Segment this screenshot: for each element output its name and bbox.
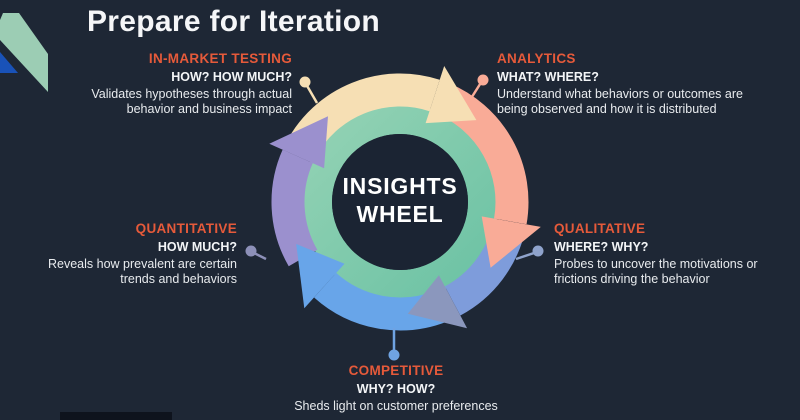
- section-competitive: COMPETITIVE WHY? HOW? Sheds light on cus…: [285, 363, 507, 414]
- section-question: WHERE? WHY?: [554, 240, 649, 254]
- connector-analytics: [468, 74, 489, 101]
- wheel-center-line2: WHEEL: [356, 201, 444, 227]
- bottom-progress-bar-remnant: [60, 412, 172, 420]
- section-heading: QUANTITATIVE: [135, 221, 237, 236]
- arrow-head-qualitative: [407, 275, 468, 329]
- section-description: Understand what behaviors or outcomes ar…: [497, 87, 743, 116]
- section-description: Reveals how prevalent are certain trends…: [48, 257, 237, 286]
- wheel-center-disc: [332, 134, 468, 270]
- section-question: HOW MUCH?: [157, 240, 237, 254]
- section-heading: QUALITATIVE: [554, 221, 646, 236]
- section-quantitative: QUANTITATIVE HOW MUCH? Reveals how preva…: [25, 221, 237, 287]
- connector-dot-competitive: [388, 349, 400, 361]
- arrow-head-in-market-testing: [425, 66, 477, 124]
- connector-quantitative: [245, 245, 267, 261]
- arrow-head-quantitative: [269, 116, 328, 169]
- wheel-center-label: INSIGHTS WHEEL: [310, 172, 490, 228]
- section-heading: ANALYTICS: [497, 51, 576, 66]
- corner-green-ribbon: [0, 13, 48, 92]
- connector-competitive: [388, 328, 400, 361]
- corner-ribbon-decoration: [0, 13, 48, 92]
- section-heading: COMPETITIVE: [348, 363, 444, 378]
- corner-blue-triangle: [0, 52, 18, 73]
- section-description: Validates hypotheses through actual beha…: [91, 87, 292, 116]
- arrow-head-competitive: [296, 244, 345, 309]
- section-description: Probes to uncover the motivations or fri…: [554, 257, 758, 286]
- connector-dot-qualitative: [532, 245, 544, 257]
- section-question: WHAT? WHERE?: [497, 70, 599, 84]
- section-question: WHY? HOW?: [356, 382, 436, 396]
- section-in-market-testing: IN-MARKET TESTING HOW? HOW MUCH? Validat…: [58, 51, 292, 117]
- connector-in-market-testing: [299, 76, 319, 104]
- wheel-green-ring: [302, 104, 498, 300]
- connector-qualitative: [515, 245, 544, 261]
- connector-dot-analytics: [477, 74, 489, 86]
- connector-dot-in-market-testing: [299, 76, 311, 88]
- section-qualitative: QUALITATIVE WHERE? WHY? Probes to uncove…: [554, 221, 759, 287]
- section-analytics: ANALYTICS WHAT? WHERE? Understand what b…: [497, 51, 749, 117]
- arrow-body-quantitative: [271, 149, 318, 267]
- page-title: Prepare for Iteration: [87, 5, 381, 38]
- wheel-center-line1: INSIGHTS: [342, 173, 458, 199]
- section-heading: IN-MARKET TESTING: [148, 51, 292, 66]
- arrow-head-analytics: [481, 216, 541, 268]
- section-description: Sheds light on customer preferences: [294, 399, 498, 413]
- connector-dot-quantitative: [245, 245, 257, 257]
- section-question: HOW? HOW MUCH?: [171, 70, 292, 84]
